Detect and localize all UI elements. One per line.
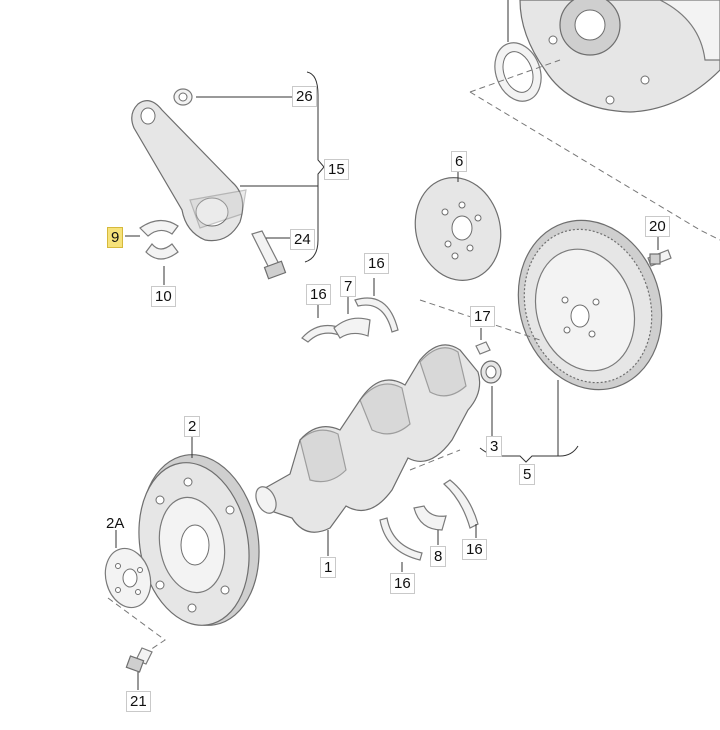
callout-5[interactable]: 5 bbox=[519, 464, 536, 485]
callout-20[interactable]: 20 bbox=[645, 216, 670, 237]
callout-17[interactable]: 17 bbox=[470, 306, 495, 327]
callout-26[interactable]: 26 bbox=[292, 86, 317, 107]
small-end-bush bbox=[173, 88, 193, 106]
callout-10[interactable]: 10 bbox=[151, 286, 176, 307]
connecting-rod bbox=[131, 100, 247, 242]
callout-16-upper-left[interactable]: 16 bbox=[306, 284, 331, 305]
rod-bolt bbox=[251, 230, 287, 280]
pilot-bush bbox=[480, 360, 502, 384]
callout-7[interactable]: 7 bbox=[340, 276, 357, 297]
lower-bearing-shells bbox=[379, 479, 479, 561]
callout-9[interactable]: 9 bbox=[107, 227, 124, 248]
callout-6[interactable]: 6 bbox=[451, 151, 468, 172]
thrust-washer-2a bbox=[104, 547, 152, 609]
callout-15[interactable]: 15 bbox=[324, 159, 349, 180]
callout-24[interactable]: 24 bbox=[290, 229, 315, 250]
callout-2[interactable]: 2 bbox=[184, 416, 201, 437]
flywheel-bolt bbox=[647, 249, 672, 267]
callout-3[interactable]: 3 bbox=[486, 436, 503, 457]
seal-ring bbox=[494, 0, 542, 102]
callout-16-lower-left[interactable]: 16 bbox=[390, 573, 415, 594]
callout-21[interactable]: 21 bbox=[126, 691, 151, 712]
crankshaft bbox=[255, 344, 481, 533]
hub-assembly-top bbox=[519, 0, 720, 113]
vibration-damper bbox=[138, 454, 260, 626]
damper-bolt bbox=[125, 647, 153, 673]
dowel-pin bbox=[475, 341, 491, 355]
flywheel bbox=[517, 219, 663, 391]
callout-1[interactable]: 1 bbox=[320, 557, 337, 578]
callout-16-upper-right[interactable]: 16 bbox=[364, 253, 389, 274]
callout-2a[interactable]: 2A bbox=[106, 515, 125, 532]
callout-8[interactable]: 8 bbox=[430, 546, 447, 567]
rod-bearing-shells bbox=[139, 219, 179, 260]
drive-plate bbox=[414, 177, 502, 281]
callout-16-lower-right[interactable]: 16 bbox=[462, 539, 487, 560]
upper-bearing-shells bbox=[301, 297, 399, 343]
